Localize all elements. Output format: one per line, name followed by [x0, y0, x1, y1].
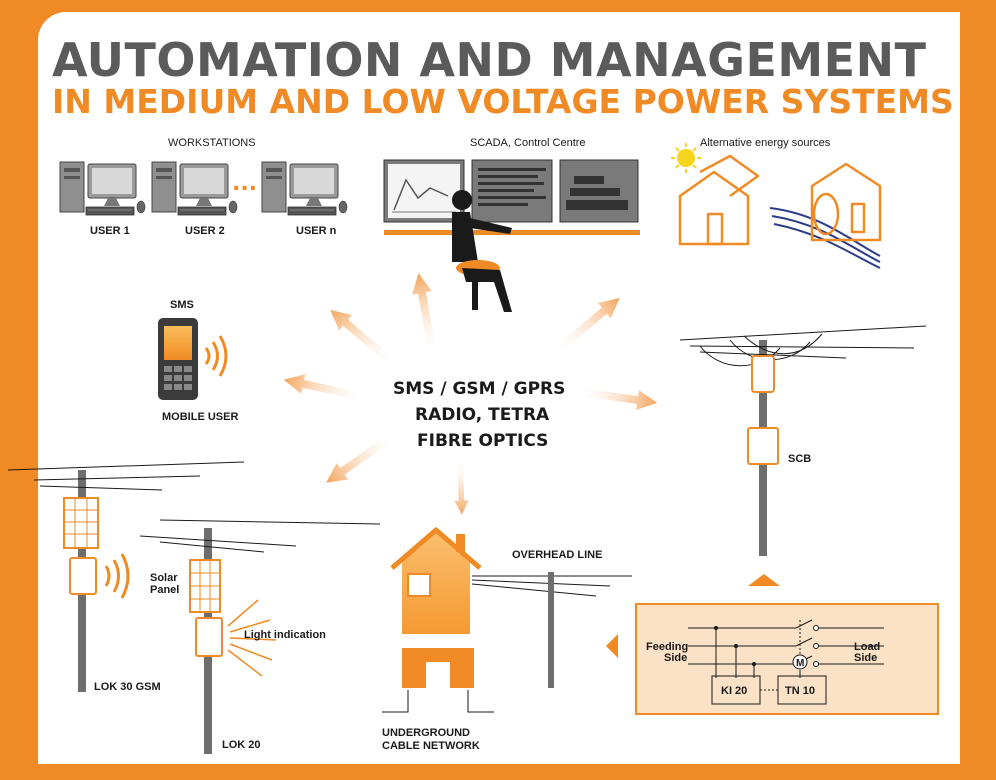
house-group: OVERHEAD LINE UNDERGROUND CABLE NETWORK	[382, 527, 632, 752]
scb-pole-group: SCB	[679, 325, 927, 556]
underground-label-2: CABLE NETWORK	[382, 740, 480, 752]
motor-label: M	[796, 658, 804, 669]
sun-icon	[671, 143, 701, 173]
light-indication-label: Light indication	[244, 629, 326, 641]
computer-icon	[151, 161, 238, 216]
poster-title: AUTOMATION AND MANAGEMENT	[52, 33, 927, 87]
load-label-2: Side	[854, 652, 877, 664]
computer-icon	[261, 161, 348, 216]
alternative-heading: Alternative energy sources	[700, 137, 831, 149]
solar-label-1: Solar	[150, 572, 178, 584]
lok20-box	[195, 617, 223, 657]
alternative-energy-group: Alternative energy sources	[671, 137, 882, 269]
ki20-label: KI 20	[721, 685, 747, 697]
signal-icon	[204, 335, 228, 377]
house-window	[407, 573, 431, 597]
sms-label: SMS	[170, 299, 194, 311]
operator-icon	[452, 190, 512, 312]
poster-subtitle: IN MEDIUM AND LOW VOLTAGE POWER SYSTEMS	[52, 82, 954, 121]
lok30-group: LOK 30 GSM Solar Panel	[7, 461, 245, 693]
user-n-label: USER n	[296, 225, 337, 237]
feeding-label-2: Side	[664, 652, 687, 664]
solar-panel-icon	[63, 497, 99, 549]
lok30-label: LOK 30 GSM	[94, 681, 161, 693]
lok30-box	[69, 557, 97, 595]
wind-house-icon	[769, 162, 882, 269]
arrow-up-icon	[748, 574, 780, 586]
switch-box	[751, 355, 775, 393]
scb-label: SCB	[788, 453, 811, 465]
user-2-label: USER 2	[185, 225, 225, 237]
tn10-label: TN 10	[785, 685, 815, 697]
circuit-box: M Feeding Side Load Side KI 20 TN 10	[635, 603, 939, 715]
signal-icon	[104, 553, 130, 599]
scada-group: SCADA, Control Centre	[383, 137, 640, 312]
mobile-user-label: MOBILE USER	[162, 411, 238, 423]
solar-house-icon	[678, 154, 760, 246]
ellipsis: ...	[232, 171, 257, 196]
feeding-label-1: Feeding	[646, 641, 688, 653]
solar-label-2: Panel	[150, 584, 179, 596]
lok20-group: Light indication LOK 20	[139, 519, 381, 754]
light-rays-icon	[227, 599, 277, 677]
arrow-left-icon	[606, 634, 618, 658]
workstations-group: WORKSTATIONS ... USER 1 USER 2 USER n	[59, 137, 348, 237]
workstations-heading: WORKSTATIONS	[168, 137, 256, 149]
desk	[384, 230, 640, 235]
scada-heading: SCADA, Control Centre	[470, 137, 586, 149]
user-1-label: USER 1	[90, 225, 130, 237]
comms-line-2: RADIO, TETRA	[415, 405, 550, 425]
mobile-group: SMS MOBILE USER	[158, 299, 238, 423]
scb-box	[747, 427, 779, 465]
comms-line-3: FIBRE OPTICS	[417, 431, 548, 451]
load-label-1: Load	[854, 641, 880, 653]
lok20-label: LOK 20	[222, 739, 261, 751]
mobile-phone-icon	[158, 318, 198, 400]
computer-icon	[59, 161, 146, 216]
solar-panel-icon	[189, 559, 221, 613]
underground-label-1: UNDERGROUND	[382, 727, 470, 739]
comms-line-1: SMS / GSM / GPRS	[393, 379, 565, 399]
overhead-line-label: OVERHEAD LINE	[512, 549, 602, 561]
overhead-pole	[548, 572, 554, 688]
